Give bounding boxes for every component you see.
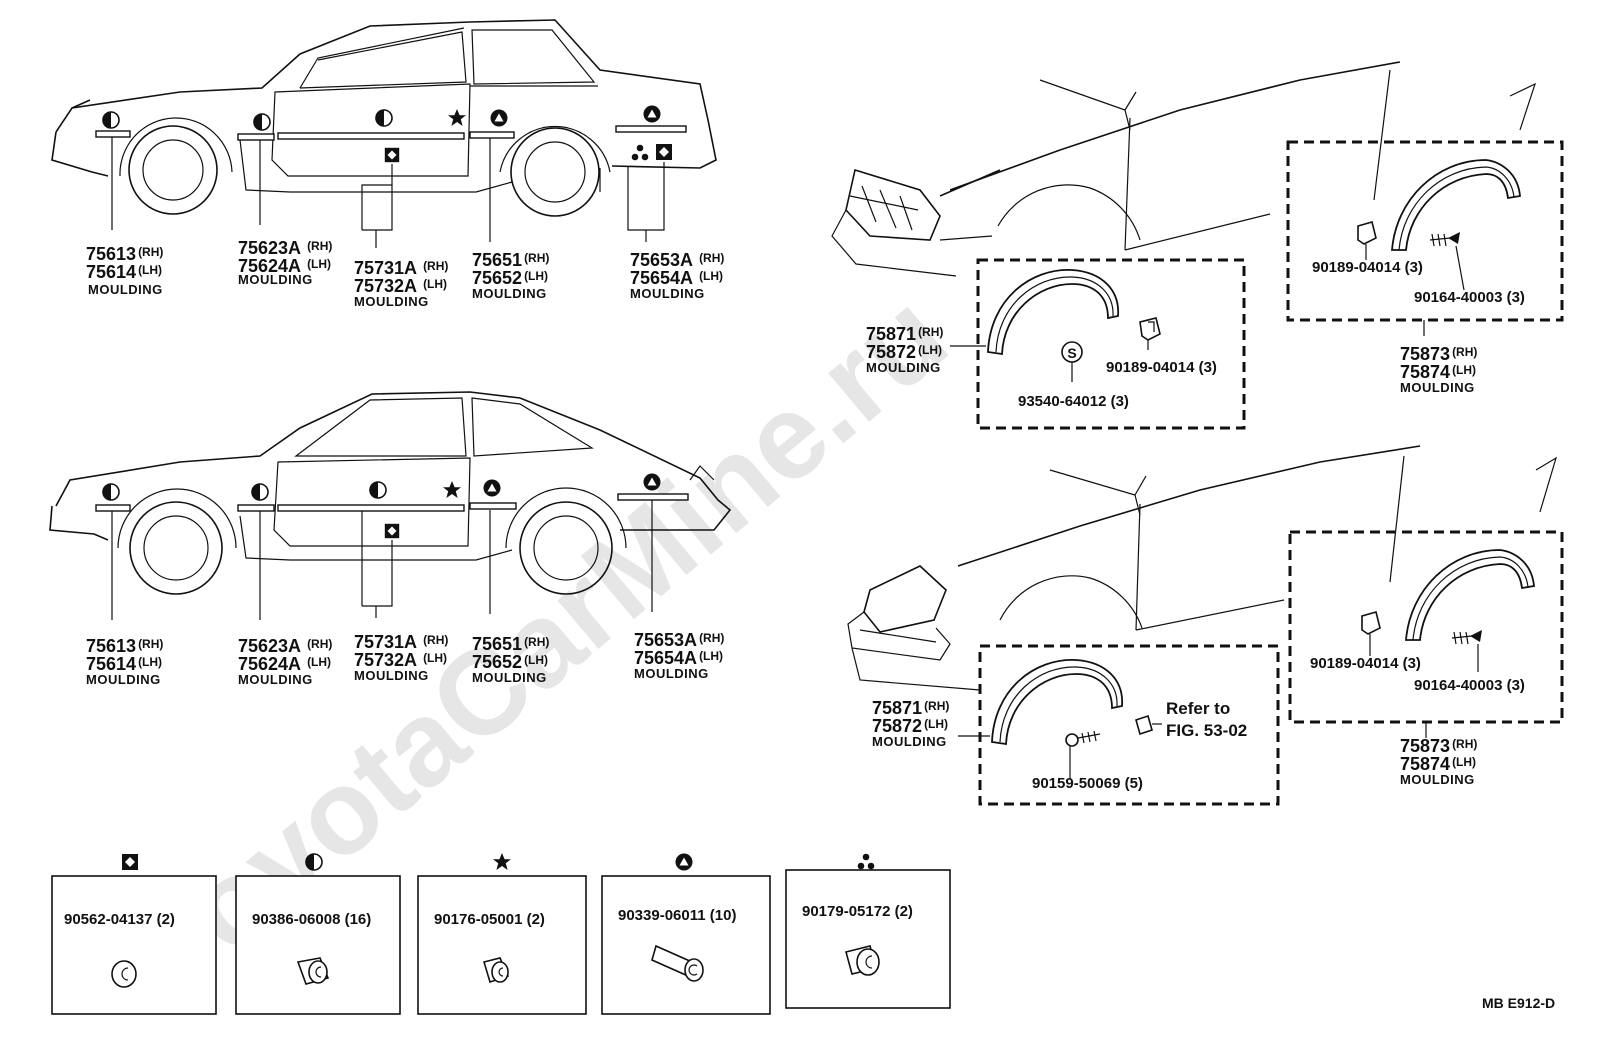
svg-text:90386-06008 (16): 90386-06008 (16)	[252, 911, 371, 928]
clip-box-90386: 90386-06008 (16)	[235, 853, 401, 1015]
svg-text:MOULDING: MOULDING	[472, 670, 547, 685]
label-75871-lower: 75871(RH) 75872(LH) MOULDING	[872, 698, 949, 749]
label-75613-lb: 75613(RH) 75614(LH) MOULDING	[86, 636, 163, 687]
nut-symbol: S	[1067, 345, 1076, 361]
svg-text:MOULDING: MOULDING	[634, 666, 709, 681]
fender-detail-upper: S	[831, 61, 1564, 430]
svg-text:75731A(RH): 75731A(RH)	[354, 632, 448, 652]
clip-box-90176: 90176-05001 (2)	[417, 853, 587, 1015]
label-75871-upper: 75871(RH) 75872(LH) MOULDING	[866, 324, 943, 375]
svg-text:MOULDING: MOULDING	[866, 360, 941, 375]
label-75651-lb: 75651(RH) 75652(LH) MOULDING	[472, 634, 549, 685]
svg-text:75873(RH): 75873(RH)	[1400, 736, 1477, 756]
svg-text:75731A(RH): 75731A(RH)	[354, 258, 448, 278]
clip-box-90562: 90562-04137 (2)	[51, 854, 217, 1015]
refer-to-label: Refer to	[1166, 699, 1230, 718]
label-75731a: 75731A(RH) 75732A(LH) MOULDING	[354, 258, 448, 309]
label-screw-upper-rear: 90164-40003 (3)	[1414, 289, 1525, 306]
clip-box-90339: 90339-06011 (10)	[601, 853, 771, 1015]
clip-legend: 90562-04137 (2) 90386-06008 (16) 90176-0…	[51, 853, 951, 1015]
fender-detail-lower	[847, 445, 1564, 806]
svg-text:MOULDING: MOULDING	[238, 672, 313, 687]
svg-text:75623A(RH): 75623A(RH)	[238, 636, 332, 656]
svg-text:MOULDING: MOULDING	[238, 272, 313, 287]
label-75731a-lb: 75731A(RH) 75732A(LH) MOULDING	[354, 632, 448, 683]
square-diamond-icon	[122, 854, 138, 870]
label-75873-upper: 75873(RH) 75874(LH) MOULDING	[1400, 344, 1477, 395]
label-clip-upper-rear: 90189-04014 (3)	[1312, 259, 1423, 276]
star-icon	[493, 853, 511, 870]
svg-text:75732A(LH): 75732A(LH)	[354, 276, 447, 296]
clip-box-90179: 90179-05172 (2)	[785, 853, 951, 1009]
svg-text:75652(LH): 75652(LH)	[472, 268, 548, 288]
svg-text:MOULDING: MOULDING	[88, 282, 163, 297]
svg-text:75614(LH): 75614(LH)	[86, 262, 162, 282]
label-75651: 75651(RH) 75652(LH) MOULDING	[472, 250, 549, 301]
svg-text:75623A(RH): 75623A(RH)	[238, 238, 332, 258]
svg-text:75651(RH): 75651(RH)	[472, 634, 549, 654]
svg-text:75732A(LH): 75732A(LH)	[354, 650, 447, 670]
coupe-labels: 75613(RH) 75614(LH) MOULDING 75623A(RH) …	[86, 238, 724, 309]
svg-text:90339-06011 (10): 90339-06011 (10)	[618, 907, 736, 924]
svg-text:75624A(LH): 75624A(LH)	[238, 256, 331, 276]
svg-text:75654A(LH): 75654A(LH)	[630, 268, 723, 288]
label-clip-upper-front: 90189-04014 (3)	[1106, 359, 1217, 376]
diagram-code: MB E912-D	[1482, 995, 1555, 1011]
label-nut-upper: 93540-64012 (3)	[1018, 393, 1129, 410]
svg-text:90179-05172 (2): 90179-05172 (2)	[802, 903, 913, 920]
svg-text:MOULDING: MOULDING	[472, 286, 547, 301]
label-75623a: 75623A(RH) 75624A(LH) MOULDING	[238, 238, 332, 287]
svg-text:75872(LH): 75872(LH)	[872, 716, 948, 736]
label-75873-lower: 75873(RH) 75874(LH) MOULDING	[1400, 736, 1477, 787]
liftback-side-view	[49, 391, 732, 620]
svg-text:75872(LH): 75872(LH)	[866, 342, 942, 362]
liftback-labels: 75613(RH) 75614(LH) MOULDING 75623A(RH) …	[86, 630, 724, 687]
svg-text:75651(RH): 75651(RH)	[472, 250, 549, 270]
svg-text:75871(RH): 75871(RH)	[872, 698, 949, 718]
svg-text:MOULDING: MOULDING	[354, 294, 429, 309]
svg-text:MOULDING: MOULDING	[1400, 380, 1475, 395]
label-clip-lower-rear: 90189-04014 (3)	[1310, 655, 1421, 672]
label-75653a-lb: 75653A(RH) 75654A(LH) MOULDING	[634, 630, 724, 681]
svg-text:75624A(LH): 75624A(LH)	[238, 654, 331, 674]
svg-text:MOULDING: MOULDING	[630, 286, 705, 301]
triangle-circle-icon	[675, 853, 693, 871]
svg-text:75652(LH): 75652(LH)	[472, 652, 548, 672]
svg-text:75653A(RH): 75653A(RH)	[634, 630, 724, 650]
label-screw-lower-front: 90159-50069 (5)	[1032, 775, 1143, 792]
svg-text:MOULDING: MOULDING	[354, 668, 429, 683]
svg-text:75614(LH): 75614(LH)	[86, 654, 162, 674]
svg-text:75653A(RH): 75653A(RH)	[630, 250, 724, 270]
fender-upper-labels: 75871(RH) 75872(LH) MOULDING 90189-04014…	[866, 259, 1525, 410]
label-75613: 75613(RH) 75614(LH) MOULDING	[86, 244, 163, 297]
svg-text:75613(RH): 75613(RH)	[86, 244, 163, 264]
svg-text:MOULDING: MOULDING	[86, 672, 161, 687]
svg-text:90176-05001 (2): 90176-05001 (2)	[434, 911, 545, 928]
svg-text:75871(RH): 75871(RH)	[866, 324, 943, 344]
refer-fig-label: FIG. 53-02	[1166, 721, 1247, 740]
label-screw-lower-rear: 90164-40003 (3)	[1414, 677, 1525, 694]
half-circle-icon	[305, 853, 323, 871]
svg-text:90562-04137 (2): 90562-04137 (2)	[64, 911, 175, 928]
svg-text:MOULDING: MOULDING	[1400, 772, 1475, 787]
label-75623a-lb: 75623A(RH) 75624A(LH) MOULDING	[238, 636, 332, 687]
coupe-side-view	[51, 19, 717, 248]
svg-text:75654A(LH): 75654A(LH)	[634, 648, 723, 668]
three-dots-icon	[857, 853, 875, 870]
svg-text:75873(RH): 75873(RH)	[1400, 344, 1477, 364]
svg-text:75613(RH): 75613(RH)	[86, 636, 163, 656]
svg-text:75874(LH): 75874(LH)	[1400, 754, 1476, 774]
fender-lower-labels: 75871(RH) 75872(LH) MOULDING Refer to FI…	[872, 655, 1525, 792]
svg-text:MOULDING: MOULDING	[872, 734, 947, 749]
svg-text:75874(LH): 75874(LH)	[1400, 362, 1476, 382]
label-75653a: 75653A(RH) 75654A(LH) MOULDING	[630, 250, 724, 301]
